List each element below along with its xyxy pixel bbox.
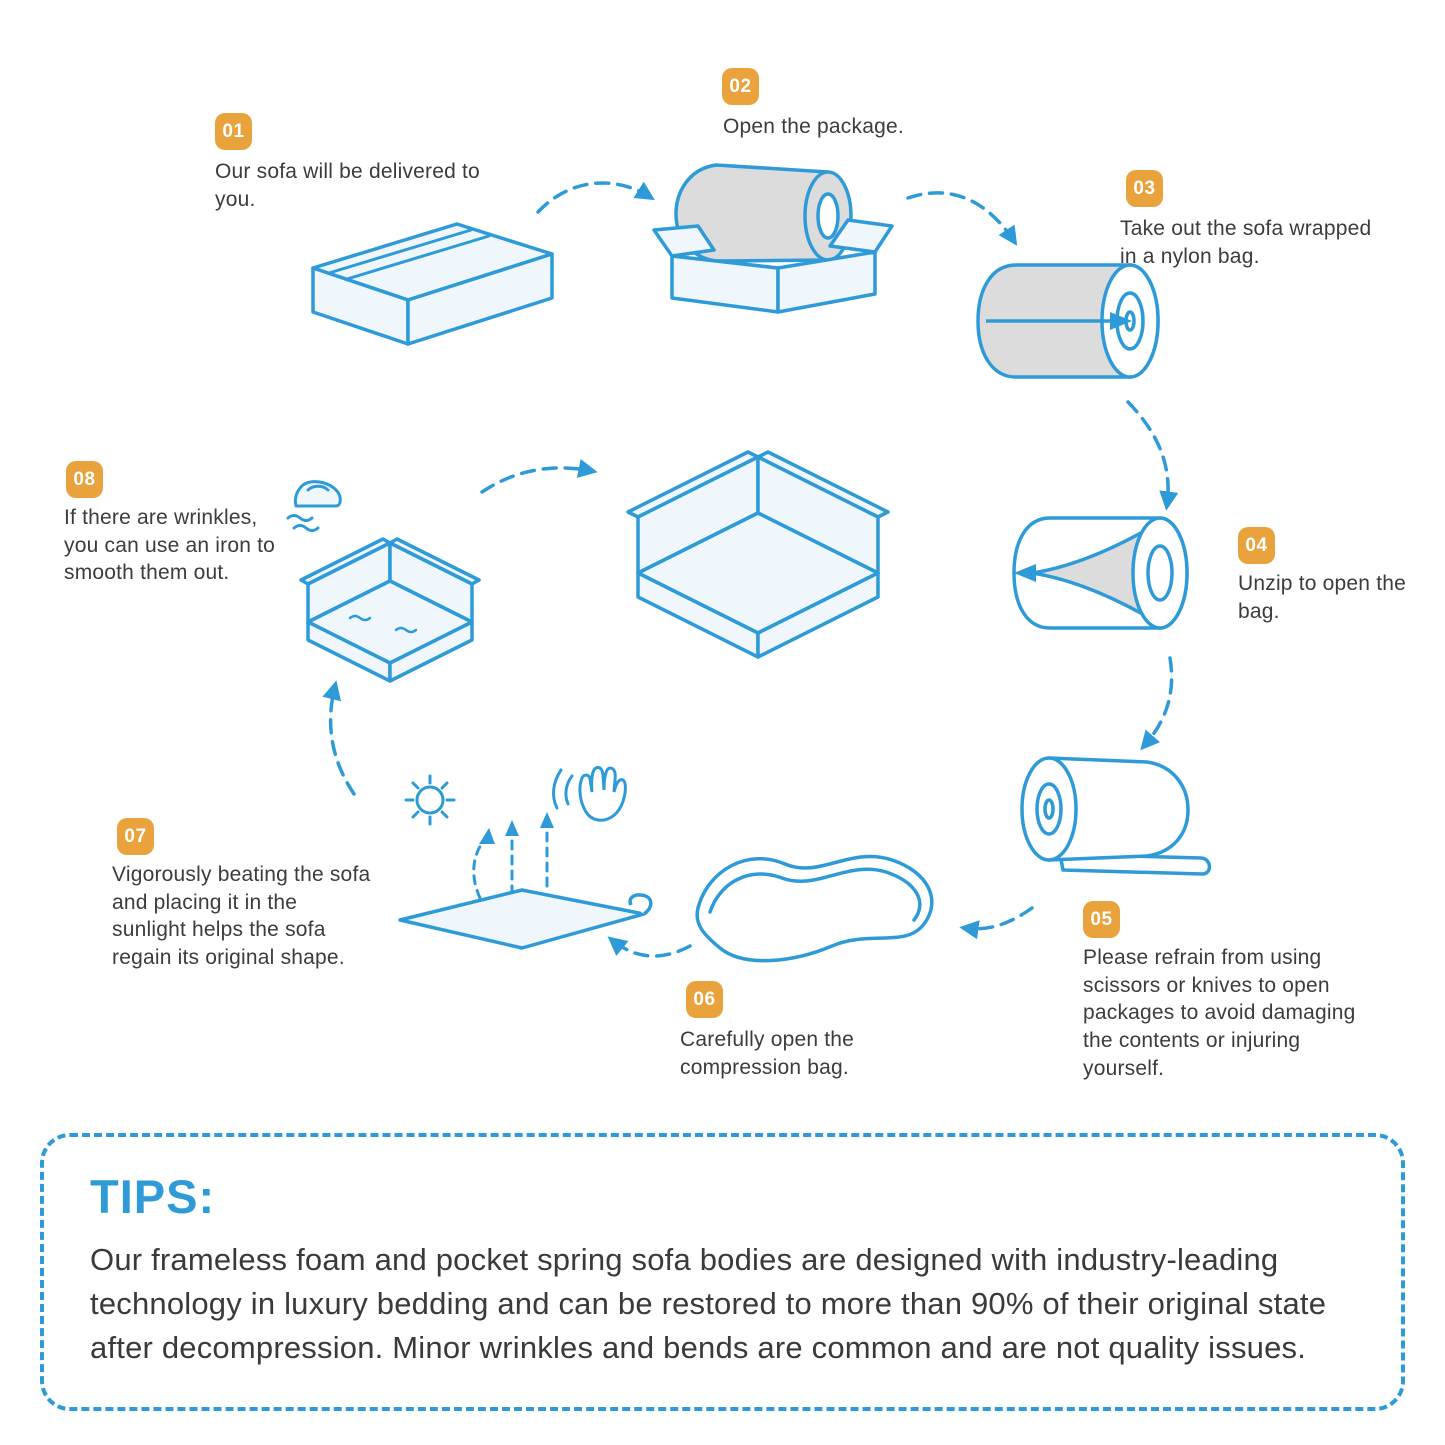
- compressed-sofa-illustration: [680, 808, 955, 983]
- beating-hand-icon: [552, 766, 627, 822]
- step-text-07: Vigorously beating the sofa and placing …: [112, 863, 371, 970]
- step-text-08: If there are wrinkles, you can use an ir…: [64, 506, 276, 585]
- step-badge-07: 07: [117, 818, 154, 855]
- arrow-step1-to-step2: [536, 181, 655, 214]
- iron-icon: [286, 480, 342, 532]
- tips-body: Our frameless foam and pocket spring sof…: [90, 1242, 1327, 1366]
- unzip-bag-illustration: [1008, 512, 1216, 640]
- restored-sofa-illustration: [608, 425, 908, 660]
- step-text-02: Open the package.: [723, 115, 904, 138]
- arrow-step4-to-step5: [1140, 656, 1174, 751]
- unrolling-sofa-illustration: [1005, 752, 1217, 884]
- step-badge-02: 02: [722, 68, 759, 105]
- step-text-04: Unzip to open the bag.: [1238, 572, 1407, 623]
- arrow-step2-to-step3: [906, 191, 1018, 246]
- sun-icon: [404, 774, 456, 826]
- step-text-01: Our sofa will be delivered to you.: [215, 160, 480, 211]
- step-text-05: Please refrain from using scissors or kn…: [1083, 946, 1356, 1080]
- step-text-06: Carefully open the compression bag.: [680, 1028, 855, 1079]
- delivery-box-illustration: [305, 212, 560, 347]
- step-badge-05: 05: [1083, 901, 1120, 938]
- arrow-step5-to-step6: [959, 906, 1034, 940]
- step-text-03: Take out the sofa wrapped in a nylon bag…: [1120, 217, 1372, 268]
- step-badge-06: 06: [686, 981, 723, 1018]
- step-badge-01: 01: [215, 113, 252, 150]
- step-badge-03: 03: [1126, 170, 1163, 207]
- arrow-step7-to-step8: [322, 680, 356, 796]
- step-badge-04: 04: [1238, 527, 1275, 564]
- tips-box: TIPS: Our frameless foam and pocket spri…: [40, 1133, 1405, 1411]
- rolled-sofa-bag-illustration: [972, 258, 1187, 390]
- open-package-illustration: [650, 148, 895, 316]
- tips-title: TIPS:: [90, 1170, 216, 1223]
- arrow-step3-to-step4: [1126, 400, 1179, 511]
- step-badge-08: 08: [66, 461, 103, 498]
- iron-sofa-illustration: [278, 468, 503, 683]
- beat-and-sunlight-illustration: [392, 752, 657, 967]
